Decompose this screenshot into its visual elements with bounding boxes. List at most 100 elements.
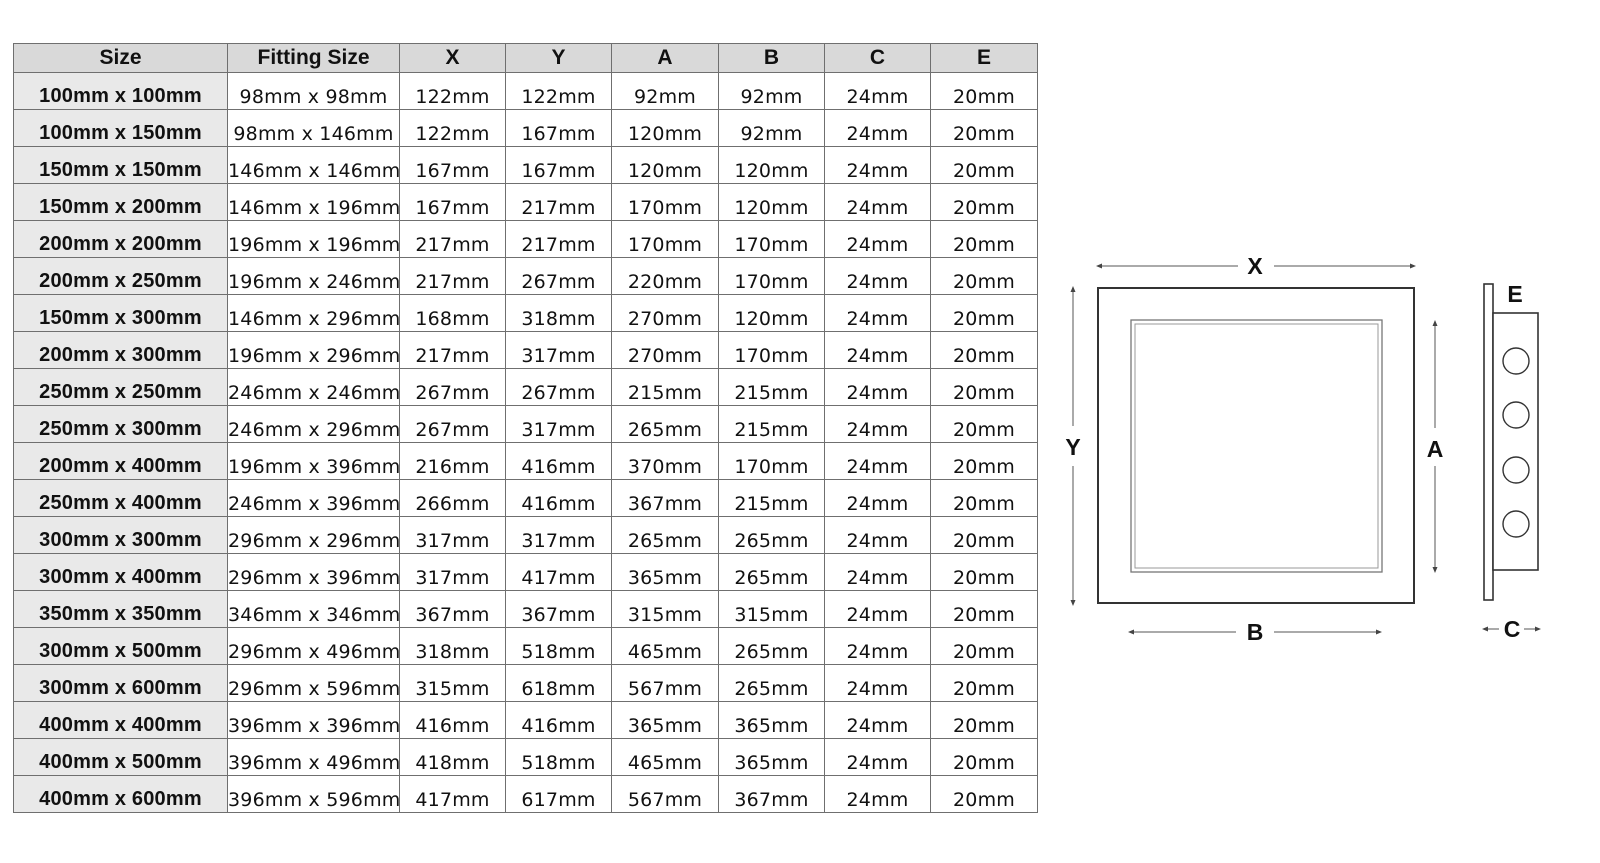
dimension-cell: 92mm [611, 72, 719, 110]
size-cell: 150mm x 150mm [13, 146, 228, 184]
dimension-cell: 24mm [824, 257, 931, 295]
dimension-cell: 24mm [824, 368, 931, 406]
dimension-cell: 122mm [505, 72, 612, 110]
dimension-cell: 20mm [930, 479, 1038, 517]
dimension-cell: 20mm [930, 590, 1038, 628]
dimension-cell: 196mm x 296mm [227, 331, 400, 369]
dimension-cell: 20mm [930, 627, 1038, 665]
column-header: E [930, 43, 1038, 73]
size-cell: 300mm x 400mm [13, 553, 228, 591]
dimension-cell: 215mm [718, 479, 825, 517]
dimension-cell: 365mm [718, 738, 825, 776]
dimension-cell: 270mm [611, 294, 719, 332]
size-cell: 300mm x 600mm [13, 664, 228, 702]
dimension-cell: 518mm [505, 627, 612, 665]
dimension-cell: 265mm [718, 553, 825, 591]
dimension-cell: 318mm [399, 627, 506, 665]
dimension-cell: 24mm [824, 294, 931, 332]
dimension-cell: 170mm [611, 183, 719, 221]
dimension-cell: 24mm [824, 331, 931, 369]
dimension-cell: 20mm [930, 294, 1038, 332]
dimension-cell: 317mm [505, 405, 612, 443]
dimension-cell: 24mm [824, 775, 931, 813]
dimension-cell: 20mm [930, 109, 1038, 147]
side-hole-3 [1502, 456, 1530, 484]
dimension-cell: 167mm [399, 146, 506, 184]
size-cell: 150mm x 300mm [13, 294, 228, 332]
dimension-cell: 416mm [505, 442, 612, 480]
dimension-cell: 567mm [611, 775, 719, 813]
dimension-cell: 417mm [399, 775, 506, 813]
label-e: E [1507, 281, 1522, 307]
size-cell: 350mm x 350mm [13, 590, 228, 628]
dimension-cell: 20mm [930, 257, 1038, 295]
side-hole-4 [1502, 510, 1530, 538]
dimension-cell: 20mm [930, 183, 1038, 221]
size-cell: 300mm x 300mm [13, 516, 228, 554]
dimension-cell: 246mm x 396mm [227, 479, 400, 517]
dimension-cell: 217mm [505, 183, 612, 221]
dimension-cell: 120mm [611, 146, 719, 184]
dimension-cell: 246mm x 246mm [227, 368, 400, 406]
size-cell: 250mm x 400mm [13, 479, 228, 517]
dimension-cell: 24mm [824, 738, 931, 776]
dimension-cell: 167mm [505, 109, 612, 147]
column-header: Y [505, 43, 612, 73]
dimension-cell: 215mm [718, 405, 825, 443]
dimension-cell: 20mm [930, 664, 1038, 702]
dimension-cell: 315mm [718, 590, 825, 628]
dimension-cell: 246mm x 296mm [227, 405, 400, 443]
dimension-cell: 296mm x 596mm [227, 664, 400, 702]
dimension-cell: 518mm [505, 738, 612, 776]
dimension-cell: 20mm [930, 220, 1038, 258]
dimension-cell: 24mm [824, 479, 931, 517]
dimension-cell: 20mm [930, 442, 1038, 480]
dimension-cell: 365mm [611, 553, 719, 591]
dimension-cell: 367mm [505, 590, 612, 628]
dimension-cell: 317mm [505, 331, 612, 369]
size-cell: 100mm x 100mm [13, 72, 228, 110]
dimension-cell: 296mm x 396mm [227, 553, 400, 591]
dimension-cell: 267mm [399, 368, 506, 406]
dimension-cell: 92mm [718, 109, 825, 147]
dimension-cell: 170mm [718, 257, 825, 295]
dimension-cell: 317mm [505, 516, 612, 554]
label-c: C [1504, 616, 1521, 642]
label-x: X [1247, 253, 1263, 279]
dimension-cell: 265mm [611, 405, 719, 443]
dimension-cell: 567mm [611, 664, 719, 702]
frame-inner [1134, 323, 1379, 569]
dimension-cell: 196mm x 246mm [227, 257, 400, 295]
dimension-cell: 215mm [718, 368, 825, 406]
dimension-cell: 20mm [930, 553, 1038, 591]
column-header: Fitting Size [227, 43, 400, 73]
dimension-cell: 120mm [718, 183, 825, 221]
dimension-cell: 367mm [718, 775, 825, 813]
dimension-cell: 146mm x 196mm [227, 183, 400, 221]
dimension-cell: 24mm [824, 72, 931, 110]
dimension-cell: 296mm x 296mm [227, 516, 400, 554]
dimension-cell: 220mm [611, 257, 719, 295]
size-cell: 200mm x 200mm [13, 220, 228, 258]
dimension-cell: 170mm [718, 442, 825, 480]
dimension-cell: 367mm [611, 479, 719, 517]
dimension-cell: 122mm [399, 109, 506, 147]
dimension-cell: 168mm [399, 294, 506, 332]
dimension-cell: 20mm [930, 738, 1038, 776]
dimension-cell: 196mm x 196mm [227, 220, 400, 258]
dimension-cell: 120mm [718, 146, 825, 184]
dimension-cell: 267mm [505, 368, 612, 406]
dimension-cell: 20mm [930, 331, 1038, 369]
dimension-cell: 265mm [718, 516, 825, 554]
